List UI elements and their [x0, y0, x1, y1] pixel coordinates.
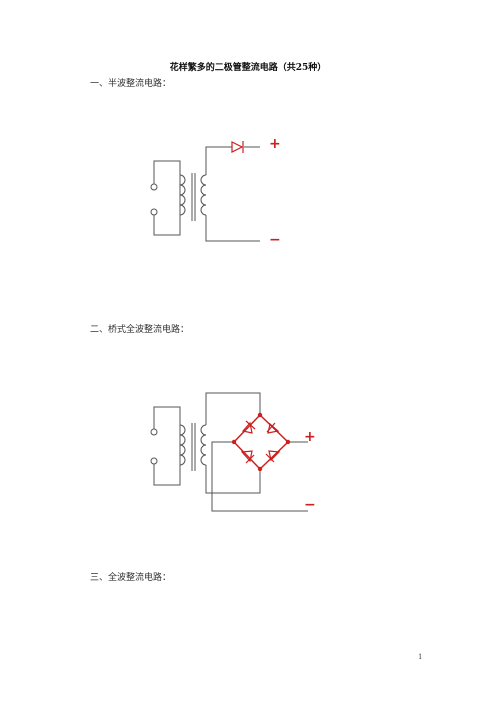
bridge-rectifier-diagram — [150, 392, 308, 512]
diode-icon — [240, 420, 281, 464]
bridge-diamond — [232, 413, 290, 471]
page-number: 1 — [418, 653, 423, 661]
negative-terminal: − — [269, 232, 281, 248]
page-title: 花样繁多的二极管整流电路（共25种） — [169, 63, 327, 73]
section-heading-full-wave: 三、全波整流电路： — [90, 573, 172, 583]
positive-terminal: + — [269, 136, 281, 152]
section-heading-bridge: 二、桥式全波整流电路： — [90, 325, 190, 335]
half-wave-rectifier-diagram — [150, 141, 260, 242]
negative-terminal: − — [304, 497, 316, 513]
diode-icon — [231, 141, 244, 153]
positive-terminal: + — [304, 429, 316, 445]
section-heading-half-wave: 一、半波整流电路： — [90, 79, 172, 89]
